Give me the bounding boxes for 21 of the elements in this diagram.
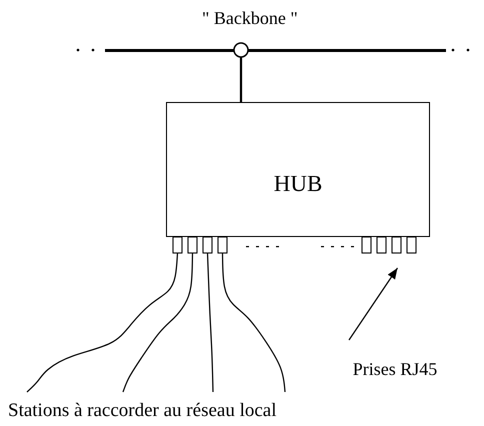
cable: [206, 252, 214, 392]
leader-arrow: [348, 268, 398, 340]
connector-line: [240, 57, 242, 102]
caption-text: Stations à raccorder au réseau local: [8, 400, 277, 422]
cable: [26, 252, 178, 392]
port-socket: [172, 236, 182, 254]
port-socket: [362, 236, 372, 254]
backbone-line: [105, 49, 446, 52]
cable: [122, 253, 194, 392]
port-socket: [202, 236, 212, 254]
port-socket: [406, 236, 416, 254]
tap-circle: [233, 42, 249, 58]
port-socket: [188, 236, 198, 254]
port-socket: [218, 236, 228, 254]
hub-box: [166, 102, 430, 237]
port-socket: [376, 236, 386, 254]
backbone-label: " Backbone ": [202, 8, 298, 29]
cable: [222, 253, 286, 392]
port-socket: [392, 236, 402, 254]
callout-text: Prises RJ45: [334, 358, 456, 380]
hub-label: HUB: [274, 170, 322, 196]
